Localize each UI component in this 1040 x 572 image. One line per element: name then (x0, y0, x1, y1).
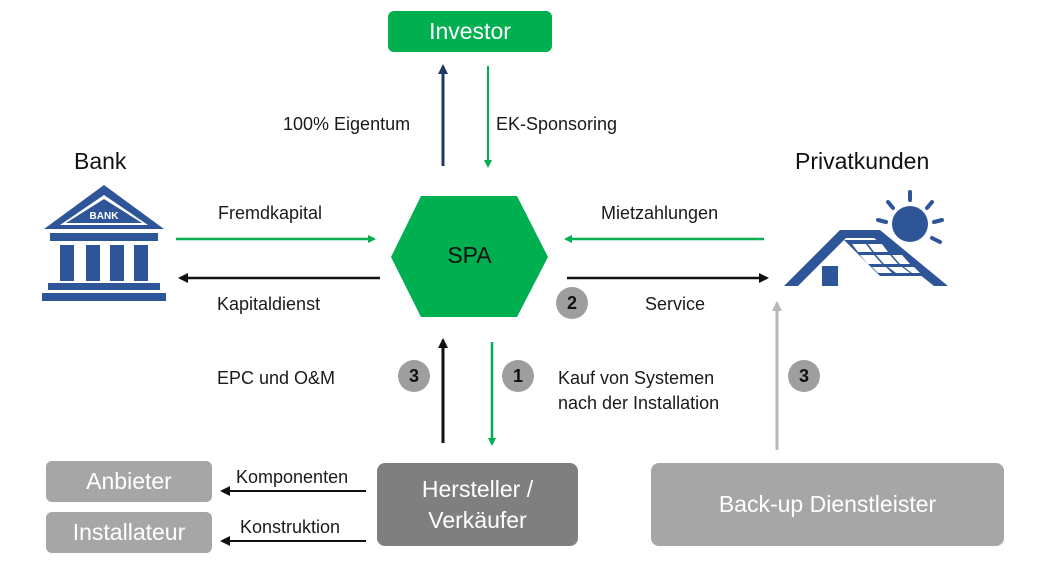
edge-label-kauf-line1: Kauf von Systemen (558, 368, 715, 388)
backup-box: Back-up Dienstleister (651, 463, 1004, 546)
installateur-label: Installateur (72, 519, 186, 545)
edge-label-epc: EPC und O&M (217, 368, 336, 388)
spa-label: SPA (447, 242, 492, 268)
edge-label-ek-sponsoring: EK-Sponsoring (496, 114, 618, 134)
edge-label-kauf-line2: nach der Installation (558, 393, 720, 413)
investor-box: Investor (388, 11, 552, 52)
edge-label-konstruktion: Konstruktion (240, 517, 341, 537)
bank-sign-text: BANK (90, 211, 120, 222)
step-badge-service: 2 (556, 287, 588, 319)
step-badge-backup: 3 (788, 360, 820, 392)
step-badge-epc: 3 (398, 360, 430, 392)
anbieter-box: Anbieter (46, 461, 212, 502)
edge-label-komponenten: Komponenten (236, 467, 349, 487)
installateur-box: Installateur (46, 512, 212, 553)
edge-label-fremdkapital: Fremdkapital (218, 203, 323, 223)
bank-heading: Bank (74, 148, 127, 174)
house-solar-panel-icon (784, 190, 948, 286)
bank-building-icon: BANK (42, 185, 166, 301)
anbieter-label: Anbieter (86, 468, 172, 494)
investor-label: Investor (429, 18, 511, 44)
edge-label-mietzahlungen: Mietzahlungen (601, 203, 719, 223)
edge-label-service: Service (645, 294, 706, 314)
edge-label-kapitaldienst: Kapitaldienst (217, 294, 321, 314)
hersteller-box: Hersteller / Verkäufer (377, 463, 578, 546)
edge-label-eigentum: 100% Eigentum (283, 114, 411, 134)
backup-label: Back-up Dienstleister (718, 491, 937, 517)
spa-hexagon (391, 196, 548, 317)
privatkunden-heading: Privatkunden (795, 148, 930, 174)
hersteller-label: Hersteller / Verkäufer (421, 475, 534, 533)
step-badge-kauf: 1 (502, 360, 534, 392)
